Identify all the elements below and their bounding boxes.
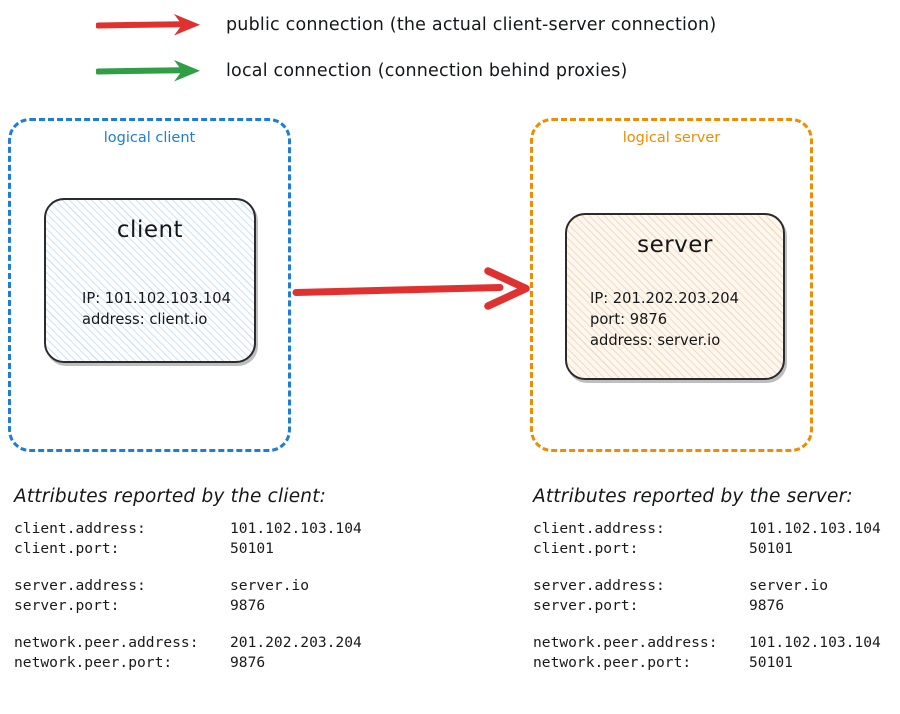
- table-row: client.address: 101.102.103.104: [533, 519, 881, 539]
- table-row: server.port: 9876: [533, 596, 881, 616]
- legend-label-public-connection: public connection (the actual client-ser…: [226, 15, 717, 35]
- table-row: client.address: 101.102.103.104: [14, 519, 362, 539]
- server-node-detail-ip: IP: 201.202.203.204: [590, 290, 739, 307]
- table-row: server.address: server.io: [14, 576, 362, 596]
- legend-item-public-connection: public connection (the actual client-ser…: [96, 10, 716, 40]
- server-node-detail-port: port: 9876: [590, 311, 668, 328]
- table-row: server.address: server.io: [533, 576, 881, 596]
- attribute-group: client.address: 101.102.103.104 client.p…: [14, 519, 362, 559]
- attribute-key: client.address:: [14, 520, 146, 537]
- attribute-value: 9876: [230, 597, 266, 614]
- attribute-key: client.address:: [533, 520, 665, 537]
- attribute-value: 101.102.103.104: [230, 520, 362, 537]
- attribute-key: network.peer.address:: [14, 634, 199, 651]
- attribute-group: network.peer.address: 101.102.103.104 ne…: [533, 633, 881, 673]
- client-attributes-heading: Attributes reported by the client:: [14, 486, 327, 507]
- logical-server-group: logical server: [530, 118, 813, 452]
- logical-server-label: logical server: [622, 130, 721, 146]
- client-node-title: client: [116, 217, 184, 243]
- right-arrow-icon: [96, 60, 200, 82]
- attribute-value: 101.102.103.104: [749, 634, 881, 651]
- attribute-value: server.io: [230, 577, 310, 594]
- client-node-detail-address: address: client.io: [82, 311, 208, 328]
- legend-item-local-connection: local connection (connection behind prox…: [96, 56, 628, 86]
- attribute-group: network.peer.address: 201.202.203.204 ne…: [14, 633, 362, 673]
- server-attributes-table: Attributes reported by the server: clien…: [533, 486, 881, 673]
- table-row: client.port: 50101: [14, 539, 362, 559]
- attribute-value: server.io: [749, 577, 829, 594]
- attribute-value: 9876: [230, 654, 266, 671]
- table-row: client.port: 50101: [533, 539, 881, 559]
- attribute-value: 101.102.103.104: [749, 520, 881, 537]
- client-node-detail-ip: IP: 101.102.103.104: [82, 290, 231, 307]
- attribute-key: network.peer.port:: [14, 654, 173, 671]
- attribute-key: client.port:: [533, 540, 639, 557]
- attribute-value: 50101: [749, 540, 793, 557]
- attribute-key: server.address:: [14, 577, 146, 594]
- attribute-key: server.address:: [533, 577, 665, 594]
- logical-client-label: logical client: [103, 130, 196, 146]
- right-arrow-icon: [96, 14, 200, 36]
- table-row: network.peer.address: 201.202.203.204: [14, 633, 362, 653]
- attribute-key: server.port:: [14, 597, 120, 614]
- client-attributes-table: Attributes reported by the client: clien…: [14, 486, 362, 673]
- legend-label-local-connection: local connection (connection behind prox…: [226, 61, 628, 81]
- public-connection-arrow-icon: [292, 267, 530, 310]
- server-attributes-heading: Attributes reported by the server:: [533, 486, 853, 507]
- server-node-title: server: [637, 232, 713, 258]
- attribute-group: server.address: server.io server.port: 9…: [14, 576, 362, 616]
- attribute-key: client.port:: [14, 540, 120, 557]
- attribute-value: 50101: [749, 654, 793, 671]
- server-node-details: IP: 201.202.203.204 port: 9876 address: …: [590, 288, 739, 351]
- attribute-value: 50101: [230, 540, 274, 557]
- attribute-value: 9876: [749, 597, 785, 614]
- attribute-group: server.address: server.io server.port: 9…: [533, 576, 881, 616]
- table-row: network.peer.port: 9876: [14, 653, 362, 673]
- attribute-key: server.port:: [533, 597, 639, 614]
- logical-client-group: logical client: [8, 118, 291, 452]
- attribute-value: 201.202.203.204: [230, 634, 362, 651]
- table-row: network.peer.address: 101.102.103.104: [533, 633, 881, 653]
- attribute-key: network.peer.port:: [533, 654, 692, 671]
- attribute-group: client.address: 101.102.103.104 client.p…: [533, 519, 881, 559]
- server-node-detail-address: address: server.io: [590, 332, 721, 349]
- client-node[interactable]: client IP: 101.102.103.104 address: clie…: [44, 198, 256, 363]
- table-row: network.peer.port: 50101: [533, 653, 881, 673]
- server-node[interactable]: server IP: 201.202.203.204 port: 9876 ad…: [565, 213, 785, 380]
- client-node-details: IP: 101.102.103.104 address: client.io: [82, 288, 231, 330]
- table-row: server.port: 9876: [14, 596, 362, 616]
- attribute-key: network.peer.address:: [533, 634, 718, 651]
